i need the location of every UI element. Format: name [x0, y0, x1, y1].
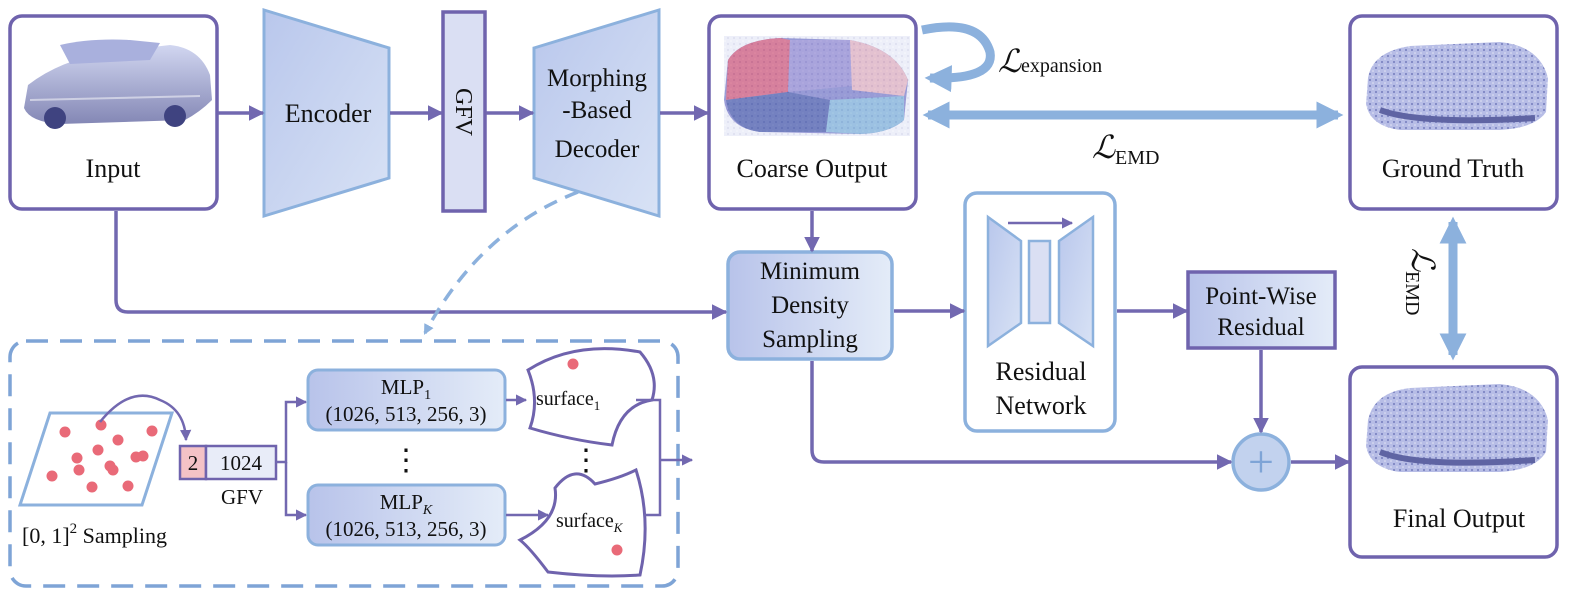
surface-1-subscript: 1 — [594, 398, 601, 413]
plus-symbol: + — [1248, 436, 1274, 487]
svg-text:ℒexpansion: ℒexpansion — [998, 43, 1102, 79]
code-dim-1024: 1024 — [220, 451, 263, 475]
emd-loss-subscript: EMD — [1115, 147, 1159, 169]
mds-label-line2: Density — [771, 292, 849, 319]
ground-truth-box: Ground Truth — [1348, 14, 1559, 211]
surface-k-subscript: K — [613, 520, 624, 535]
minimum-density-sampling-box: Minimum Density Sampling — [726, 250, 894, 361]
coarse-output-segmented-car-image — [724, 36, 910, 136]
encoder-label: Encoder — [285, 99, 372, 128]
point-wise-label-line2: Residual — [1217, 314, 1305, 341]
gfv-label: GFV — [450, 88, 476, 137]
decoder-label-line1: Morphing — [547, 65, 648, 92]
emd-loss-final: ℒEMD — [1401, 216, 1467, 361]
ground-truth-car-image — [1366, 42, 1548, 130]
mlp-ellipsis: ⋮ — [391, 444, 421, 477]
arrow-code-to-mlp1 — [276, 396, 308, 464]
expansion-loss-subscript: expansion — [1021, 55, 1102, 77]
mlp-1-dims: (1026, 513, 256, 3) — [326, 402, 487, 426]
arrow-mds-to-plus — [810, 361, 1233, 470]
mds-label-line1: Minimum — [760, 258, 861, 285]
residual-network-box: Residual Network — [963, 191, 1117, 433]
input-label: Input — [86, 154, 142, 183]
svg-text:surfaceK: surfaceK — [556, 510, 624, 535]
emd-loss-vertical-subscript: EMD — [1401, 271, 1423, 315]
decoder-detail-panel: [0, 1]2 Sampling 2 1024 GFV MLP1 (1026, … — [8, 339, 692, 588]
ground-truth-label: Ground Truth — [1382, 154, 1524, 183]
surface-1-patch: surface1 — [526, 347, 656, 447]
surface-ellipsis: ⋮ — [571, 444, 601, 477]
expansion-loop-arrow — [921, 22, 995, 93]
decoder-label-line2: -Based — [562, 97, 632, 124]
svg-text:MLPK: MLPK — [380, 490, 433, 518]
residual-network-label-line1: Residual — [996, 357, 1087, 386]
mlp-k-dims: (1026, 513, 256, 3) — [326, 517, 487, 541]
residual-network-icon — [986, 214, 1095, 349]
input-box: Input — [8, 14, 219, 211]
mlp-k-box: MLPK (1026, 513, 256, 3) — [306, 483, 507, 547]
mlp-k-name: MLP — [380, 490, 423, 514]
sampling-label-superscript: 2 — [70, 521, 78, 537]
dashed-zoom-connector — [423, 190, 579, 335]
expansion-loss: ℒexpansion — [921, 22, 1102, 93]
emd-loss-coarse: ℒEMD — [922, 101, 1344, 169]
residual-network-label-line2: Network — [996, 391, 1087, 420]
decoder-label-line3: Decoder — [555, 136, 640, 163]
surface-1-name: surface — [536, 388, 594, 410]
surface-k-name: surface — [556, 510, 614, 532]
mds-label-line3: Sampling — [762, 326, 858, 353]
code-dim-2: 2 — [188, 451, 199, 475]
input-partial-car-image — [24, 39, 212, 129]
final-output-label: Final Output — [1393, 504, 1526, 533]
svg-text:surface1: surface1 — [536, 388, 600, 413]
emd-loss-symbol: ℒ — [1092, 129, 1116, 165]
morphing-decoder-block: Morphing -Based Decoder — [532, 7, 661, 219]
sampling-label-bracket: [0, 1] — [22, 523, 70, 548]
code-gfv-label: GFV — [221, 485, 263, 509]
addition-node: + — [1231, 432, 1291, 492]
sampling-label-suffix: Sampling — [77, 523, 167, 548]
coarse-output-label: Coarse Output — [737, 154, 889, 183]
surface-merge-lines — [636, 398, 692, 517]
arrow-sampling-to-code — [99, 394, 192, 442]
point-wise-label-line1: Point-Wise — [1205, 283, 1317, 310]
sample-points — [46, 419, 158, 493]
final-output-car-image — [1366, 384, 1548, 472]
emd-loss-vertical-symbol: ℒ — [1405, 248, 1441, 272]
svg-text:[0, 1]2 Sampling: [0, 1]2 Sampling — [22, 521, 167, 548]
svg-text:ℒEMD: ℒEMD — [1092, 129, 1160, 169]
coarse-output-box: Coarse Output — [707, 14, 918, 211]
mlp-k-subscript: K — [422, 503, 433, 518]
svg-text:ℒEMD: ℒEMD — [1401, 248, 1441, 316]
point-wise-residual-box: Point-Wise Residual — [1186, 270, 1337, 350]
encoder-block: Encoder — [262, 7, 391, 219]
latent-code: 2 1024 GFV — [178, 444, 278, 509]
svg-text:MLP1: MLP1 — [381, 375, 431, 403]
arrow-input-to-mds — [114, 211, 728, 320]
mlp-1-box: MLP1 (1026, 513, 256, 3) — [306, 368, 507, 432]
final-output-box: Final Output — [1348, 365, 1559, 559]
surface-k-patch: surfaceK — [517, 467, 647, 578]
gfv-block: GFV — [441, 10, 487, 213]
arrow-code-to-mlpk — [284, 462, 308, 521]
mlp-1-name: MLP — [381, 375, 424, 399]
expansion-loss-symbol: ℒ — [998, 43, 1022, 79]
unit-square-sampling: [0, 1]2 Sampling — [17, 394, 192, 548]
mlp-1-subscript: 1 — [424, 388, 431, 403]
